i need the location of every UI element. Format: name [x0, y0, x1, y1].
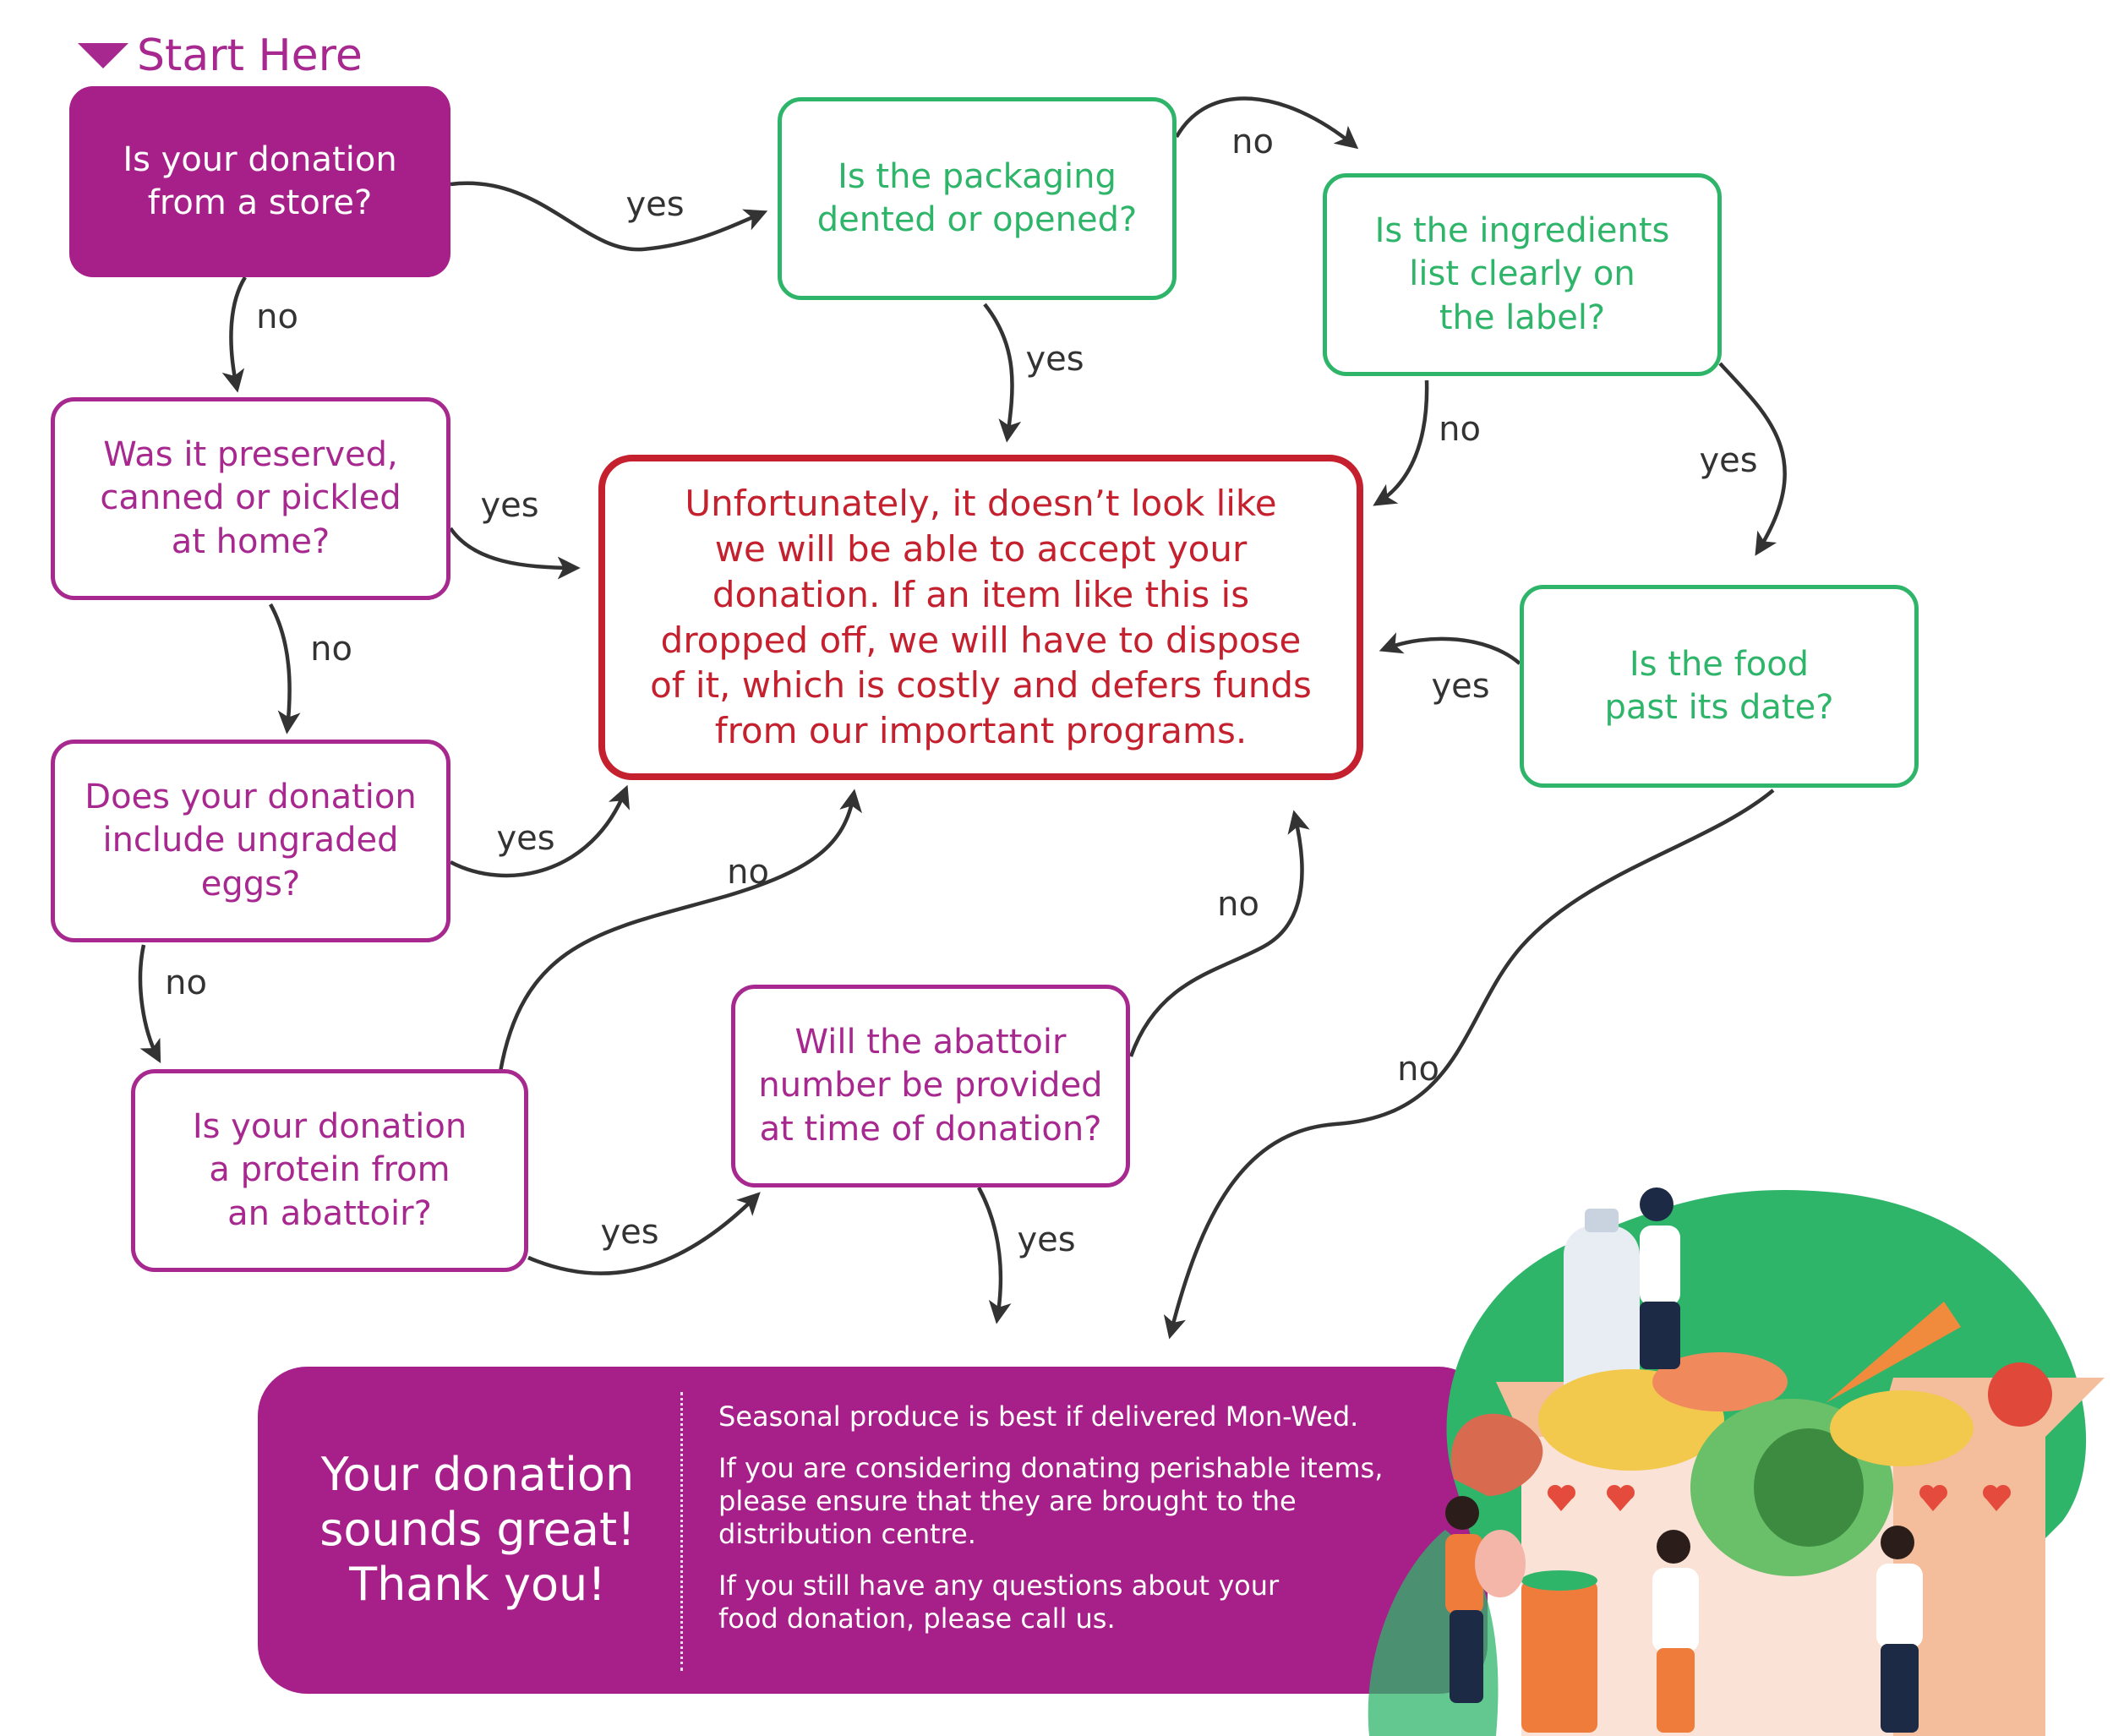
note-questions: If you still have any questions about yo… [718, 1569, 1280, 1635]
edge-label-eggs-yes: yes [496, 819, 555, 858]
arrow-number-yes [977, 1186, 1012, 1324]
node-preserved: Was it preserved, canned or pickled at h… [51, 397, 450, 600]
edge-label-packaging-no: no [1231, 123, 1274, 161]
node-ingredients: Is the ingredients list clearly on the l… [1323, 173, 1722, 376]
arrow-eggs-no [138, 944, 161, 1063]
start-here-marker: Start Here [78, 30, 363, 81]
node-abattoir-protein: Is your donation a protein from an abatt… [131, 1069, 528, 1272]
arrow-eggs-yes [449, 784, 630, 878]
edge-label-store-yes: yes [625, 185, 685, 224]
pomegranate [1988, 1362, 2052, 1427]
person-left-woman [1445, 1496, 1526, 1703]
edge-label-store-no: no [256, 298, 298, 336]
start-here-label: Start Here [137, 30, 363, 81]
person-top [1640, 1187, 1680, 1369]
cabbage-inner [1754, 1428, 1864, 1547]
final-success-panel: Your donation sounds great! Thank you! S… [258, 1367, 1488, 1694]
eggplant [1830, 1390, 1974, 1466]
bottle-cap [1585, 1209, 1619, 1232]
edge-label-number-yes: yes [1017, 1220, 1076, 1259]
can-top [1521, 1570, 1597, 1591]
note-seasonal: Seasonal produce is best if delivered Mo… [718, 1400, 1359, 1433]
arrow-ingredients-no [1373, 379, 1429, 506]
hearts-strip [1548, 1485, 2011, 1511]
arrow-packaging-yes [983, 303, 1022, 443]
arrow-packaging-no [1175, 96, 1359, 150]
edge-label-date-no: no [1397, 1050, 1439, 1089]
arrow-number-no [1128, 810, 1310, 1057]
person-front-man [1652, 1530, 1699, 1733]
edge-label-ingredients-yes: yes [1699, 441, 1758, 480]
arrow-preserved-yes [449, 527, 581, 580]
final-notes: Seasonal produce is best if delivered Mo… [718, 1400, 1454, 1654]
node-reject: Unfortunately, it doesn’t look like we w… [598, 455, 1363, 780]
food-donation-illustration [1368, 1187, 2105, 1736]
edge-label-preserved-yes: yes [480, 486, 539, 525]
edge-label-ingredients-no: no [1439, 410, 1481, 449]
final-title: Your donation sounds great! Thank you! [319, 1448, 636, 1611]
salmon-steak [1652, 1352, 1788, 1411]
arrow-date-no [1163, 789, 1775, 1340]
carrot [1826, 1302, 1961, 1403]
arrow-preserved-no [269, 603, 301, 734]
ham [1450, 1413, 1543, 1496]
arrow-protein-yes [527, 1192, 761, 1275]
arrow-store-yes [450, 181, 768, 252]
node-date: Is the food past its date? [1520, 585, 1919, 788]
arrow-ingredients-yes [1718, 362, 1787, 556]
node-eggs: Does your donation include ungraded eggs… [51, 740, 450, 942]
triangle-down-icon [78, 43, 128, 68]
arrow-date-yes [1379, 632, 1521, 665]
canned-good [1521, 1580, 1597, 1733]
node-abattoir-number: Will the abattoir number be provided at … [731, 985, 1130, 1187]
edge-label-protein-no: no [727, 853, 769, 892]
arrow-store-no [221, 276, 247, 393]
edge-label-eggs-no: no [165, 964, 207, 1002]
node-packaging: Is the packaging dented or opened? [778, 97, 1177, 300]
edge-label-protein-yes: yes [600, 1213, 659, 1252]
note-perishable: If you are considering donating perishab… [718, 1452, 1384, 1551]
arrow-protein-no [498, 789, 862, 1073]
edge-label-number-no: no [1217, 885, 1259, 924]
dotted-divider [680, 1392, 683, 1671]
node-store: Is your donation from a store? [69, 86, 450, 277]
edge-label-preserved-no: no [310, 630, 352, 669]
person-right-man [1876, 1526, 1923, 1733]
edge-label-packaging-yes: yes [1025, 340, 1084, 379]
edge-label-date-yes: yes [1431, 667, 1490, 706]
